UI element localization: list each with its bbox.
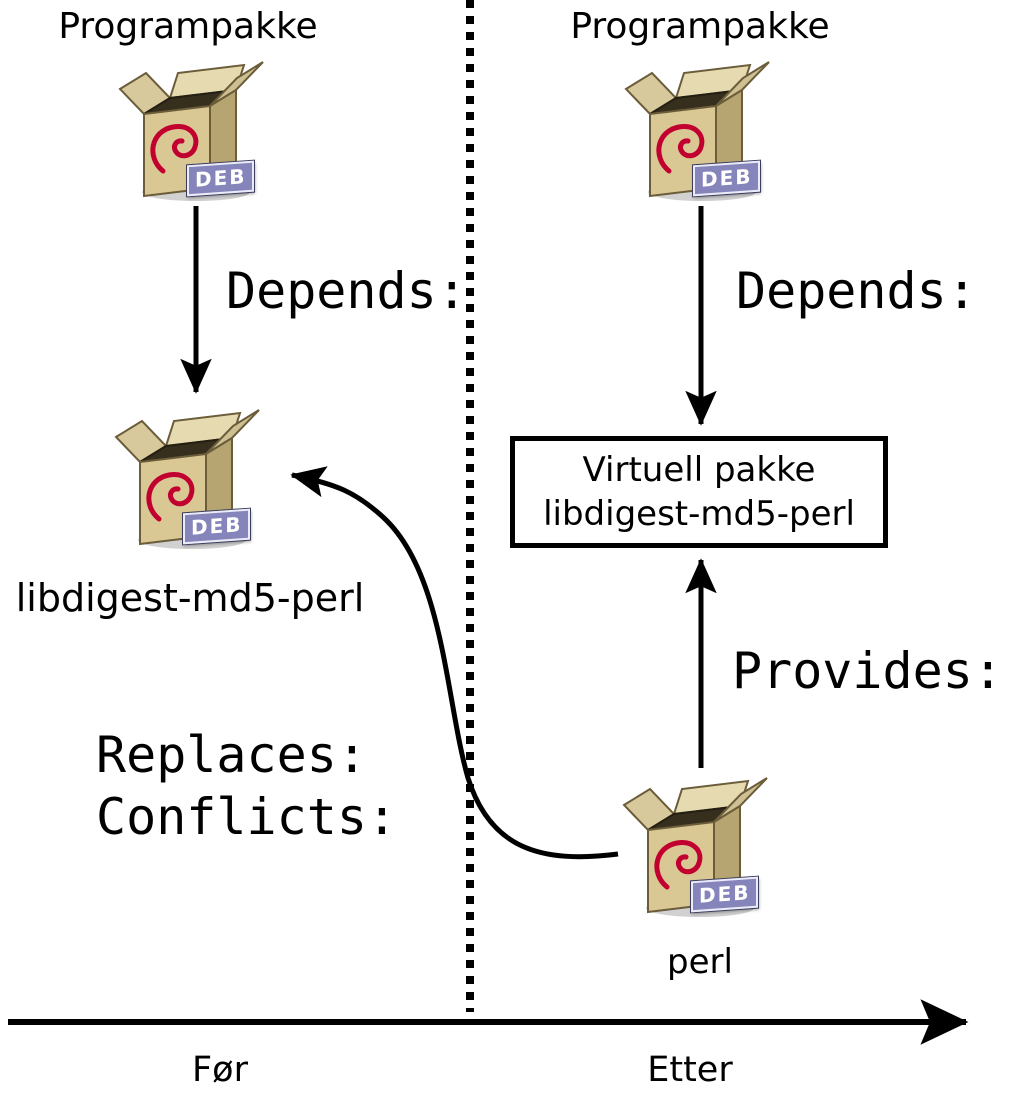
debian-swirl-icon [146,472,195,522]
timeline-before-label: Før [192,1050,248,1090]
replaces-label: Replaces: [96,726,367,784]
timeline-after-label: Etter [647,1050,733,1090]
debian-swirl-icon [654,840,703,890]
deb-box-art [624,61,770,201]
left-depends-label: Depends: [226,262,467,320]
provides-label: Provides: [732,642,1003,700]
perl-package-label: perl [667,942,733,982]
debian-swirl-icon [656,124,705,174]
deb-badge-label: DEB [693,160,760,197]
deb-badge-label: DEB [183,508,250,545]
deb-badge-label: DEB [691,876,758,913]
libdigest-deb-package-icon: DEB [114,404,264,554]
virtual-package-box: Virtuell pakke libdigest-md5-perl [510,436,888,548]
replaces-conflicts-arrow [290,466,619,860]
left-top-deb-package-icon: DEB [118,56,268,206]
right-depends-label: Depends: [736,262,977,320]
conflicts-label: Conflicts: [96,788,398,846]
debian-swirl-icon [150,124,199,174]
right-package-title: Programpakke [570,6,830,47]
virtual-package-line2: libdigest-md5-perl [543,494,855,534]
left-package-title: Programpakke [58,6,318,47]
libdigest-package-label: libdigest-md5-perl [15,576,365,620]
virtual-package-line1: Virtuell pakke [582,449,816,490]
perl-deb-package-icon: DEB [622,772,772,922]
right-top-deb-package-icon: DEB [624,56,774,206]
deb-badge-label: DEB [187,160,254,197]
